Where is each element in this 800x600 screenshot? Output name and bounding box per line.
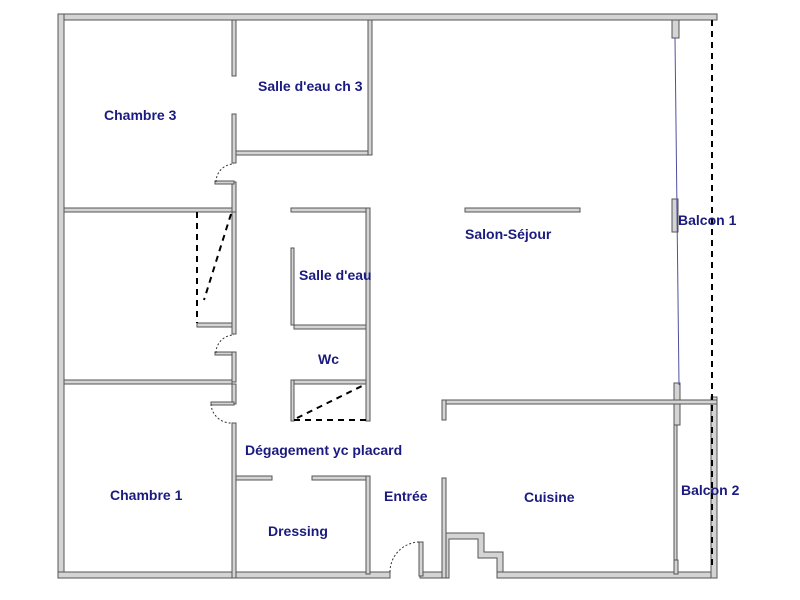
door-swing-ch3 <box>215 163 235 183</box>
wall-kitchen-left-a <box>441 399 447 421</box>
wall-ch2-closet <box>196 322 233 328</box>
room-labels: Chambre 3 Salle d'eau ch 3 Salon-Séjour … <box>104 78 740 539</box>
wall-kitchen-steps <box>445 532 504 579</box>
balcony-window-line <box>674 37 680 386</box>
wall-ch3-right-b <box>231 113 237 164</box>
wall-top-right-stub <box>671 19 680 39</box>
wall-balcon1-pillar <box>671 198 679 233</box>
wall-bottom-kitchen <box>496 571 718 579</box>
door-swing-ch2 <box>215 334 235 354</box>
label-balcon-1: Balcon 1 <box>678 212 737 228</box>
wall-dressing-top-b <box>311 475 370 481</box>
label-salle-eau: Salle d'eau <box>299 267 372 283</box>
wall-sde-left <box>290 247 295 326</box>
wall-balcon2-foot <box>673 559 679 575</box>
label-chambre-1: Chambre 1 <box>110 487 183 503</box>
wall-ch1-right-a <box>231 383 237 405</box>
label-wc: Wc <box>318 351 339 367</box>
wall-top <box>57 13 718 21</box>
wall-ch1-door-leaf <box>210 401 235 406</box>
wall-placard-top <box>290 379 367 385</box>
wall-ch3-right-c <box>231 181 237 213</box>
door-swing-ch1 <box>210 403 232 424</box>
door-swing-entree <box>389 541 421 573</box>
wall-kitchen-left-b <box>441 477 447 579</box>
wall-sde-top <box>290 207 370 213</box>
label-dressing: Dressing <box>268 523 328 539</box>
wall-ch3-right-a <box>231 19 237 77</box>
walls <box>57 13 718 579</box>
wall-ch2-door-leaf <box>214 351 235 356</box>
label-balcon-2: Balcon 2 <box>681 482 740 498</box>
wall-bottom-left <box>57 571 391 579</box>
wall-ch2-right <box>231 211 237 335</box>
closet-dashed-line-ch2-b <box>203 213 232 301</box>
closet-dashed-line-placard-b <box>296 383 367 419</box>
wall-dressing-top-a <box>235 475 273 481</box>
fixtures <box>196 20 713 573</box>
wall-ch1-right <box>231 422 237 579</box>
wall-sde-right <box>365 207 371 422</box>
wall-wc-top <box>293 324 367 330</box>
wall-ch2-right-b <box>231 351 237 383</box>
wall-entry-door-jamb <box>418 541 424 577</box>
wall-sde3-right <box>367 19 373 156</box>
label-salle-eau-ch3: Salle d'eau ch 3 <box>258 78 363 94</box>
wall-balcon2-divider <box>673 424 678 566</box>
wall-sde3-bottom <box>235 150 373 156</box>
wall-ch3-door-leaf <box>214 180 235 185</box>
wall-dressing-right <box>365 475 371 575</box>
wall-placard-left <box>290 379 295 422</box>
wall-left <box>57 13 65 579</box>
label-degagement: Dégagement yc placard <box>245 442 402 458</box>
label-entree: Entrée <box>384 488 428 504</box>
wall-salon-divider <box>464 207 581 213</box>
label-chambre-3: Chambre 3 <box>104 107 177 123</box>
wall-ch3-bottom <box>63 207 233 213</box>
label-salon-sejour: Salon-Séjour <box>465 226 552 242</box>
label-cuisine: Cuisine <box>524 489 575 505</box>
wall-kitchen-top <box>441 399 718 405</box>
wall-ch2-bottom <box>63 379 233 385</box>
